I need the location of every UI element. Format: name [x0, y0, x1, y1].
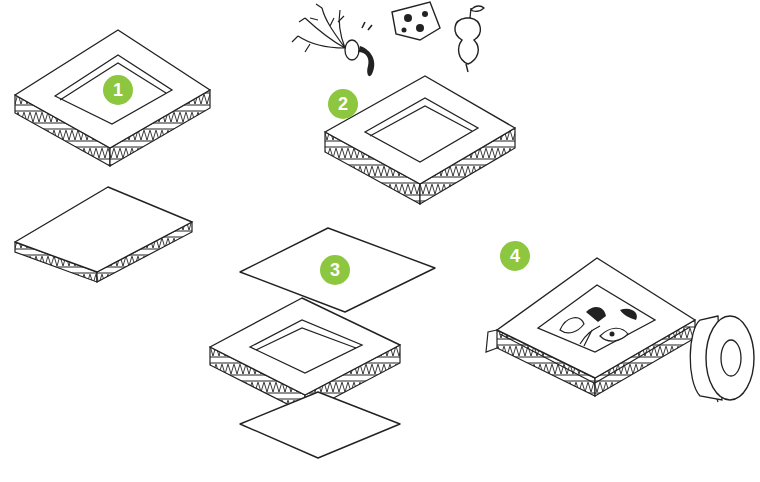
- food-scraps: [292, 2, 484, 76]
- callout-number: 4: [500, 241, 530, 271]
- callout-number: 3: [320, 255, 350, 285]
- callout-number: 2: [328, 89, 358, 119]
- cardboard-frame: [325, 76, 515, 204]
- cardboard-sheet: [15, 187, 192, 282]
- paper-sheet: [240, 392, 400, 458]
- cardboard-frame: [15, 30, 210, 166]
- cardboard-frame: [210, 298, 400, 413]
- callout-number: 1: [103, 75, 133, 105]
- paper-sheet: [240, 228, 435, 312]
- taped-box: [486, 258, 695, 396]
- tape-roll: [690, 316, 754, 402]
